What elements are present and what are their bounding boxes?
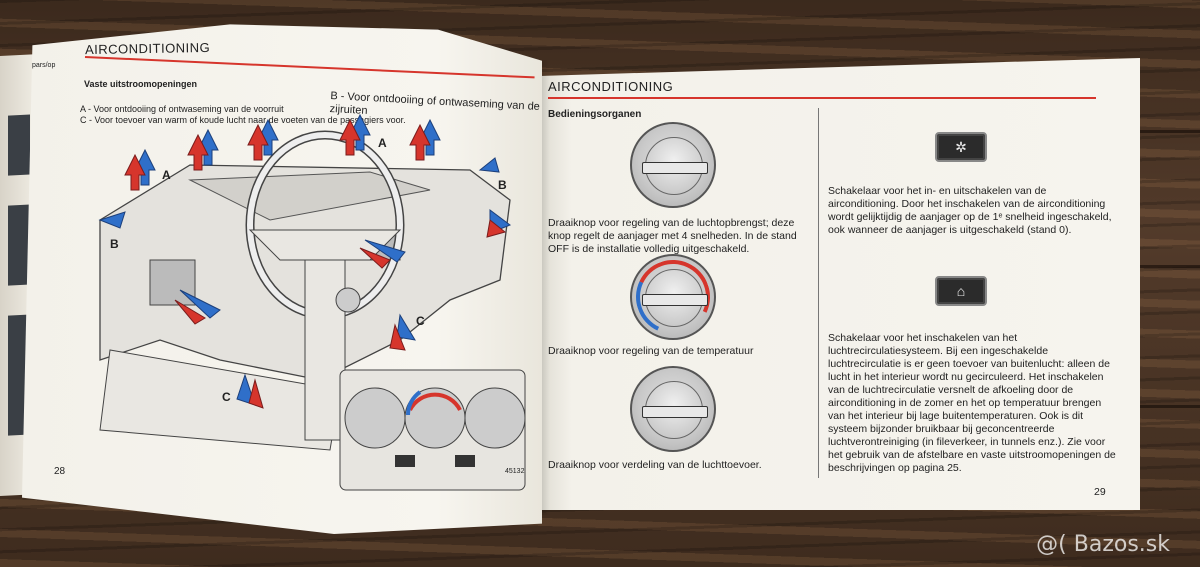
temperature-knob: [625, 249, 721, 345]
panel-button-1: [395, 455, 415, 467]
recirculation-switch: ⌂: [935, 276, 987, 306]
ignition: [335, 287, 361, 313]
panel-knob-1: [344, 387, 406, 449]
edge-tab-label: pars/op: [32, 62, 56, 69]
panel-button-2: [455, 455, 475, 467]
illustration-label-c-left: C: [222, 390, 231, 404]
ac-switch: ✲: [935, 132, 987, 162]
knob-handle: [642, 162, 708, 174]
steering-column: [304, 259, 346, 441]
panel-knob-2-red-arc: [408, 392, 462, 411]
recirculation-icon: ⌂: [956, 283, 966, 299]
panel-knob-2-blue-arc: [405, 390, 422, 416]
stack-strip: [8, 204, 30, 286]
left-page-header: AIRCONDITIONING: [84, 39, 211, 58]
right-page-header: AIRCONDITIONING: [548, 79, 674, 94]
right-section-title: Bedieningsorganen: [548, 109, 642, 120]
illustration-label-b-right: B: [498, 178, 507, 192]
bazos-watermark: @( Bazos.sk: [1036, 532, 1170, 557]
ac-switch-description: Schakelaar voor het in- en uitschakelen …: [828, 185, 1112, 236]
illustration-label-b-left: B: [110, 237, 119, 251]
legend-c: C - Voor toevoer van warm of koude lucht…: [80, 115, 406, 125]
left-section-title: Vaste uitstroomopeningen: [84, 79, 198, 89]
illustration-label-a-right: A: [378, 136, 387, 150]
illustration-label-a-left: A: [162, 168, 171, 182]
snowflake-icon: ✲: [955, 138, 967, 155]
legend-a: A - Voor ontdooiing of ontwaseming van d…: [80, 104, 284, 114]
stack-strip: [8, 114, 30, 176]
console: [99, 349, 341, 451]
illustration-label-c-right: C: [416, 314, 425, 328]
left-page-number: 28: [54, 466, 66, 477]
recirculation-switch-description: Schakelaar voor het inschakelen van het …: [828, 332, 1116, 474]
fan-speed-knob: [630, 122, 716, 208]
distribution-knob-description: Draaiknop voor verdeling van de luchttoe…: [548, 459, 762, 471]
air-arrows: [98, 113, 512, 409]
knob-handle: [642, 406, 708, 418]
fan-knob-description: Draaiknop voor regeling van de luchtopbr…: [548, 217, 797, 255]
dashboard-illustration: [98, 113, 526, 491]
figure-reference: 45132: [505, 468, 525, 475]
knob-handle: [642, 294, 708, 306]
steering-hub: [248, 229, 402, 261]
right-header-rule: [548, 97, 1096, 99]
air-distribution-knob: [630, 366, 716, 452]
panel-knob-3: [464, 387, 526, 449]
right-page-number: 29: [1094, 486, 1106, 498]
column-divider: [818, 108, 819, 478]
temperature-knob-description: Draaiknop voor regeling van de temperatu…: [548, 345, 754, 357]
